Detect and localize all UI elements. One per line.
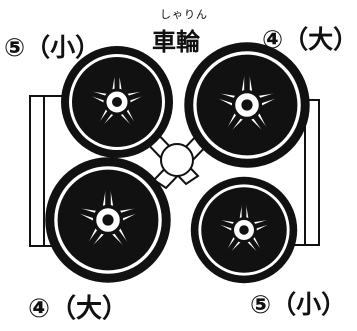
label-top-right-wheel: ④（大）: [262, 20, 357, 56]
wheel-bottom-right: [191, 177, 297, 283]
label-top-left-wheel: ⑤（小）: [4, 28, 100, 64]
label-bottom-left-wheel: ④（大）: [28, 288, 128, 325]
title-ruby: しゃりん: [160, 6, 208, 22]
wheel-top-right: [184, 42, 309, 167]
label-bottom-right-wheel: ⑤（小）: [250, 285, 346, 321]
wheel-bottom-left: [45, 157, 170, 282]
title-wheels: 車輪: [152, 22, 200, 57]
